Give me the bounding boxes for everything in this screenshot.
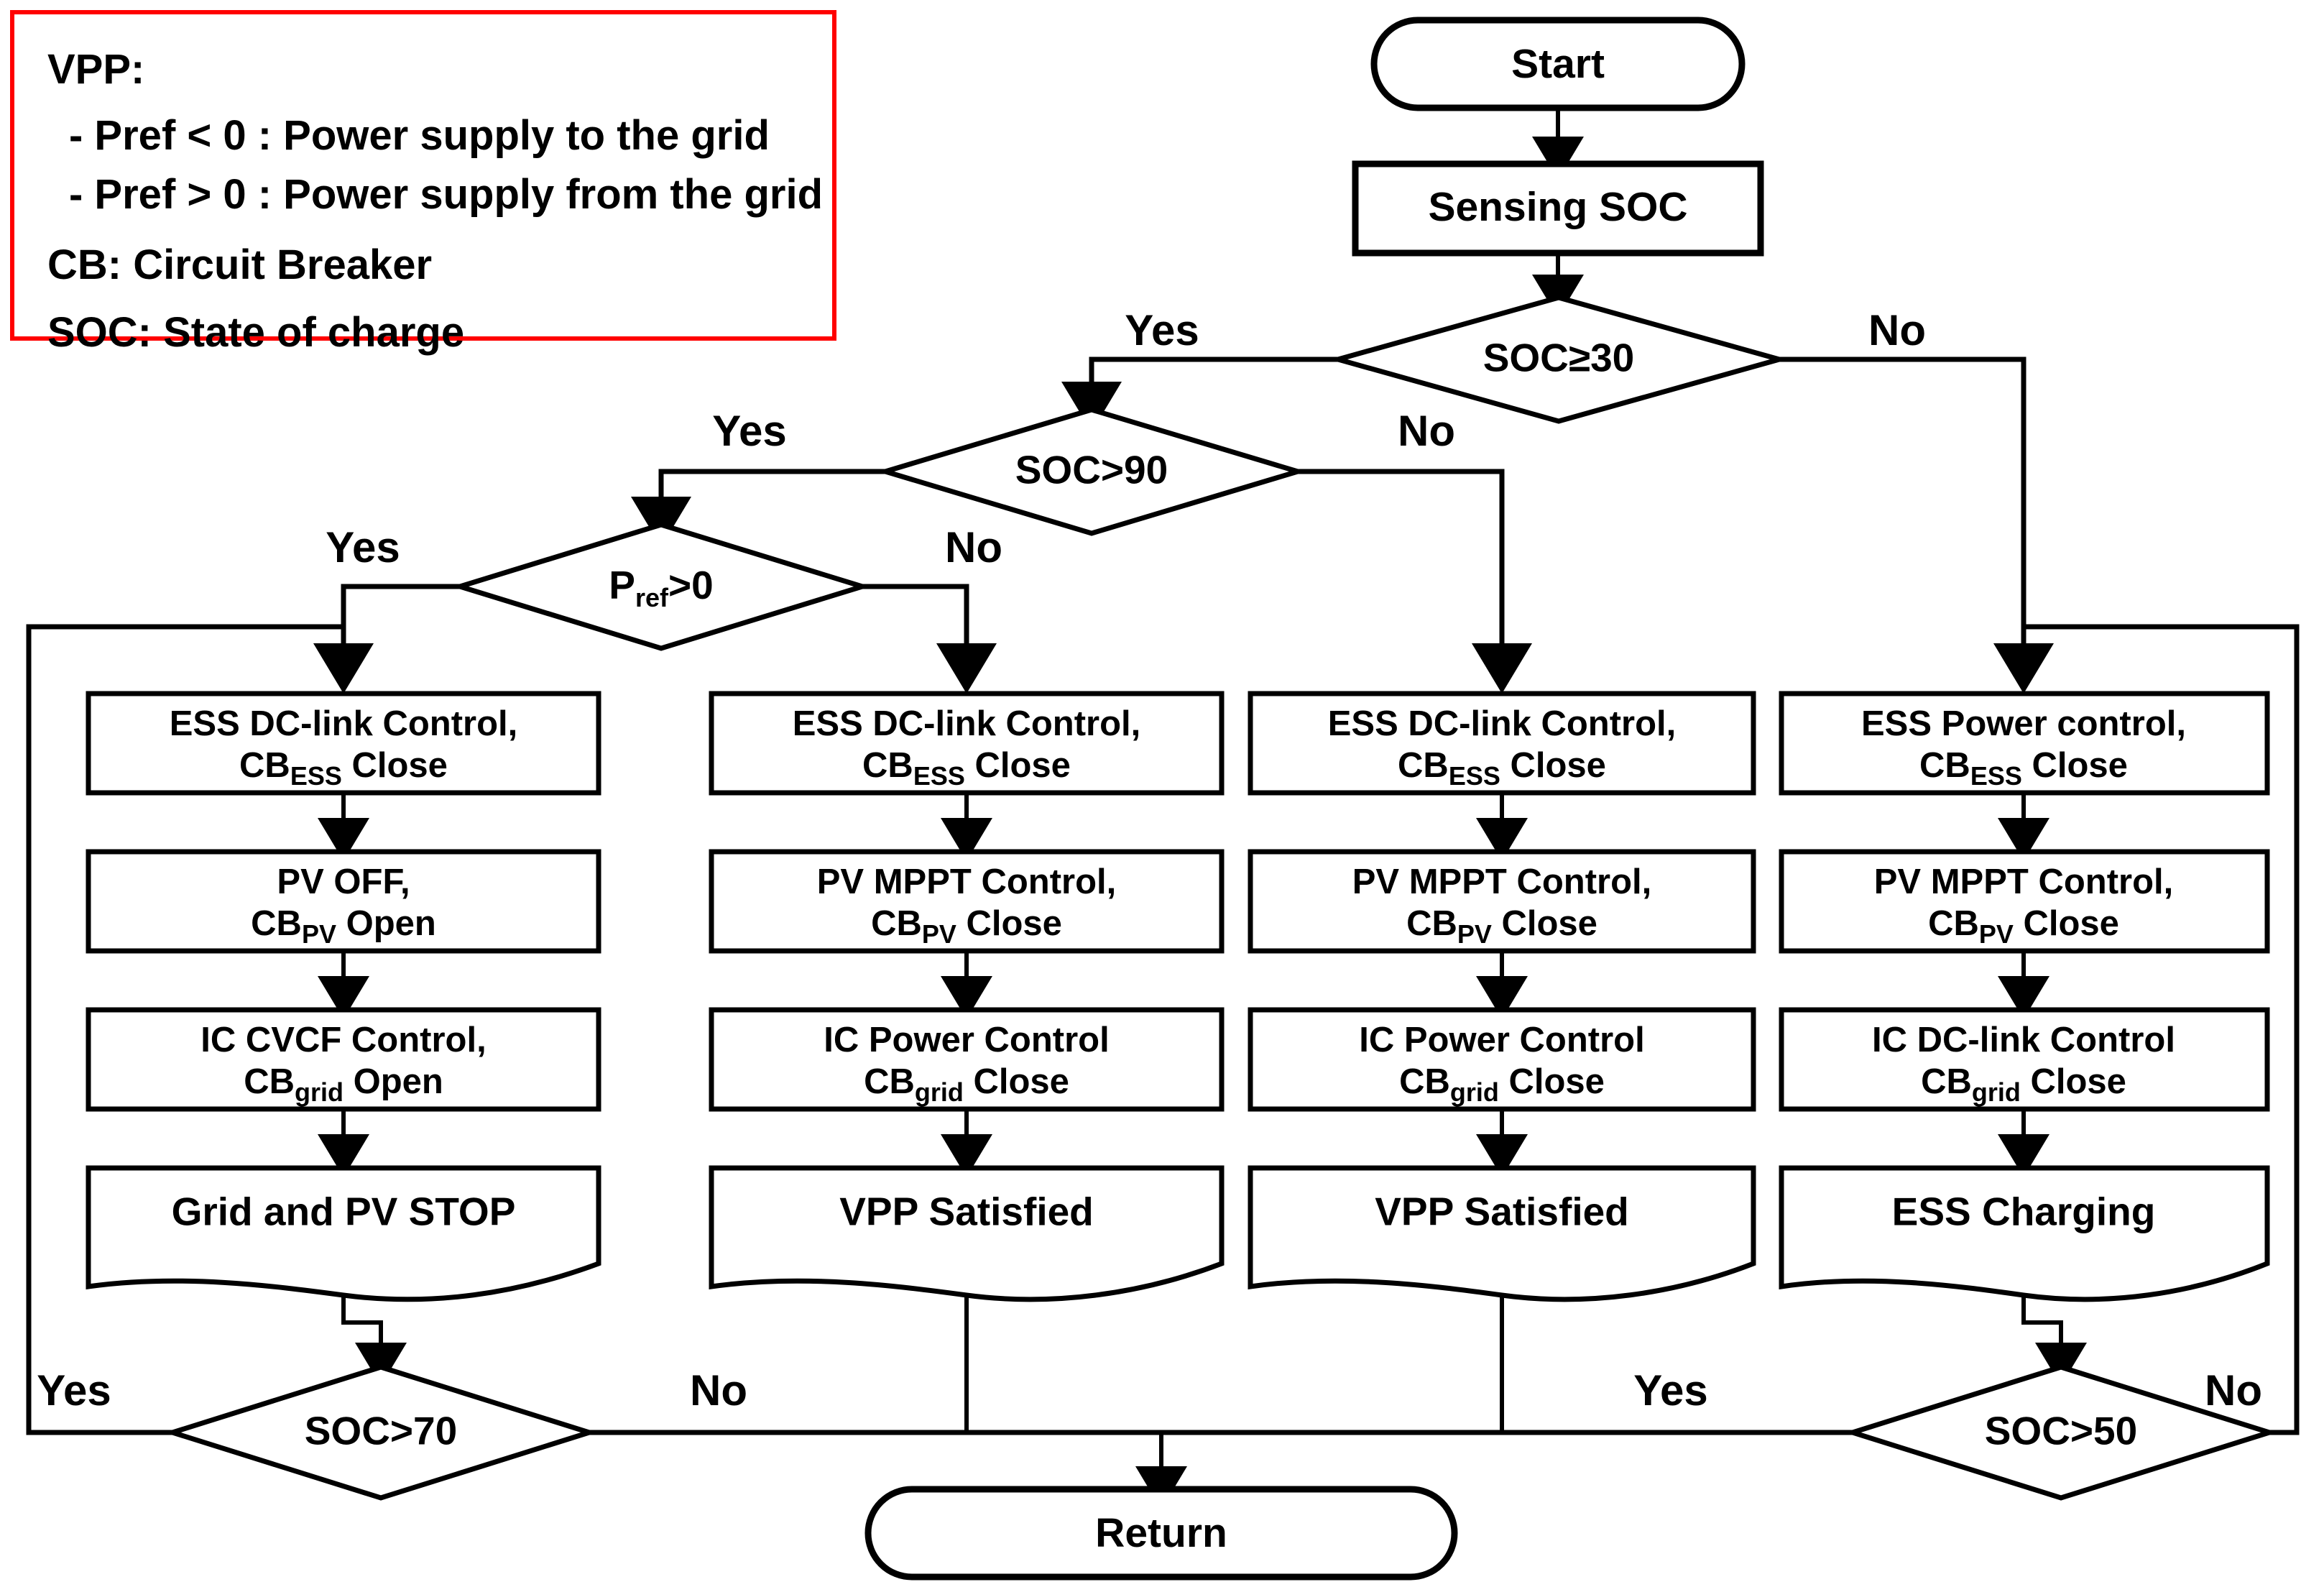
col3-step-2-box: PV MPPT Control, CBPV Close	[1248, 849, 1756, 954]
decision-soc-gt-50-label: SOC>50	[1985, 1409, 2137, 1453]
decision-soc-ge-30: SOC≥30	[1329, 295, 1789, 424]
col2-step-3-line1: IC Power Control	[824, 1021, 1109, 1059]
col3-step-1-line1: ESS DC-link Control,	[1328, 704, 1677, 743]
col3-step-2-line1: PV MPPT Control,	[1352, 862, 1652, 901]
legend-bullet-1: - Pref < 0 : Power supply to the grid	[69, 112, 770, 159]
col2-step-1-line1: ESS DC-link Control,	[793, 704, 1141, 743]
edge-soc30-yes	[1061, 356, 1338, 432]
decision-soc-gt-90: SOC>90	[876, 407, 1307, 536]
edge-pref-yes	[313, 584, 460, 694]
node-start: Start	[1370, 17, 1746, 111]
label-soc50-no: No	[2205, 1366, 2262, 1414]
label-pref-no: No	[945, 523, 1002, 571]
col1-step-2-box: PV OFF, CBPV Open	[86, 849, 601, 954]
col1-step-1-line2: CBESS Close	[239, 746, 448, 791]
label-pref-yes: Yes	[326, 523, 400, 571]
legend-title: VPP:	[47, 46, 145, 93]
node-start-label: Start	[1511, 41, 1605, 87]
col1-step-3-box: IC CVCF Control, CBgrid Open	[86, 1007, 601, 1112]
label-soc70-yes: Yes	[37, 1366, 111, 1414]
col4-step-3-line2: CBgrid Close	[1921, 1062, 2126, 1107]
col1-step-1-line1: ESS DC-link Control,	[170, 704, 518, 743]
col4-step-3-line1: IC DC-link Control	[1872, 1021, 2175, 1059]
col3-step-3-box: IC Power Control CBgrid Close	[1248, 1007, 1756, 1112]
col4-result-label: ESS Charging	[1892, 1190, 2156, 1234]
edge-soc90-yes	[631, 469, 885, 547]
decision-pref-gt-0-label: Pref>0	[609, 563, 713, 612]
col2-step-2-line2: CBPV Close	[871, 904, 1062, 949]
col1-step-3-line1: IC CVCF Control,	[200, 1021, 486, 1059]
col3-step-1-line2: CBESS Close	[1398, 746, 1606, 791]
col4-step-1-line1: ESS Power control,	[1861, 704, 2186, 743]
decision-soc-gt-70-label: SOC>70	[305, 1409, 457, 1453]
label-soc30-yes: Yes	[1125, 306, 1199, 354]
edge-soc50-no-feedback	[2024, 624, 2300, 1435]
col1-step-2-line1: PV OFF,	[277, 862, 410, 901]
col4-step-2-box: PV MPPT Control, CBPV Close	[1779, 849, 2270, 954]
col2-result-label: VPP Satisfied	[839, 1190, 1094, 1234]
edge-soc30-no	[1779, 356, 2054, 694]
label-soc30-no: No	[1868, 306, 1926, 354]
col4-step-1-box: ESS Power control, CBESS Close	[1779, 691, 2270, 796]
edge-soc70-yes-feedback	[26, 624, 343, 1435]
decision-soc-gt-70: SOC>70	[164, 1364, 598, 1501]
edge-pref-no	[862, 584, 997, 694]
col2-step-1-box: ESS DC-link Control, CBESS Close	[709, 691, 1225, 796]
col4-step-3-box: IC DC-link Control CBgrid Close	[1779, 1007, 2270, 1112]
col4-step-2-line1: PV MPPT Control,	[1874, 862, 2174, 901]
node-return: Return	[864, 1486, 1458, 1581]
legend-box: VPP: - Pref < 0 : Power supply to the gr…	[10, 10, 836, 354]
col3-result-box: VPP Satisfied	[1248, 1165, 1756, 1302]
decision-pref-gt-0: Pref>0	[451, 522, 871, 651]
edge-soc90-no	[1298, 469, 1532, 694]
node-sensing-soc-label: Sensing SOC	[1428, 184, 1687, 230]
decision-soc-gt-50: SOC>50	[1844, 1364, 2278, 1501]
col3-step-3-line1: IC Power Control	[1359, 1021, 1644, 1059]
col4-step-2-line2: CBPV Close	[1928, 904, 2119, 949]
label-soc90-no: No	[1398, 407, 1455, 455]
col2-step-2-line1: PV MPPT Control,	[817, 862, 1117, 901]
label-soc70-no: No	[690, 1366, 747, 1414]
col1-step-3-line2: CBgrid Open	[244, 1062, 443, 1107]
col2-step-3-box: IC Power Control CBgrid Close	[709, 1007, 1225, 1112]
label-soc90-yes: Yes	[712, 407, 786, 455]
node-return-label: Return	[1095, 1510, 1227, 1556]
col2-step-2-box: PV MPPT Control, CBPV Close	[709, 849, 1225, 954]
edge-col1-result-to-soc70	[341, 1287, 407, 1386]
col2-result-box: VPP Satisfied	[709, 1165, 1225, 1302]
col2-step-1-line2: CBESS Close	[862, 746, 1071, 791]
col4-result-box: ESS Charging	[1779, 1165, 2270, 1302]
col1-step-2-line2: CBPV Open	[251, 904, 436, 949]
col1-result-label: Grid and PV STOP	[172, 1190, 516, 1234]
col3-step-1-box: ESS DC-link Control, CBESS Close	[1248, 691, 1756, 796]
col3-step-3-line2: CBgrid Close	[1399, 1062, 1605, 1107]
legend-bullet-2: - Pref > 0 : Power supply from the grid	[69, 171, 824, 218]
decision-soc-gt-90-label: SOC>90	[1015, 448, 1168, 492]
decision-soc-ge-30-label: SOC≥30	[1483, 336, 1635, 380]
col4-step-1-line2: CBESS Close	[1919, 746, 2128, 791]
col1-result-box: Grid and PV STOP	[86, 1165, 601, 1302]
label-soc50-yes: Yes	[1633, 1366, 1707, 1414]
connectors	[26, 108, 2300, 1509]
col3-step-2-line2: CBPV Close	[1406, 904, 1597, 949]
col3-result-label: VPP Satisfied	[1375, 1190, 1629, 1234]
legend-soc-definition: SOC: State of charge	[47, 309, 465, 356]
legend-cb-definition: CB: Circuit Breaker	[47, 242, 433, 288]
edge-col4-result-to-soc50	[2021, 1287, 2087, 1386]
col2-step-3-line2: CBgrid Close	[864, 1062, 1069, 1107]
node-sensing-soc: Sensing SOC	[1352, 160, 1764, 257]
col1-step-1-box: ESS DC-link Control, CBESS Close	[86, 691, 601, 796]
